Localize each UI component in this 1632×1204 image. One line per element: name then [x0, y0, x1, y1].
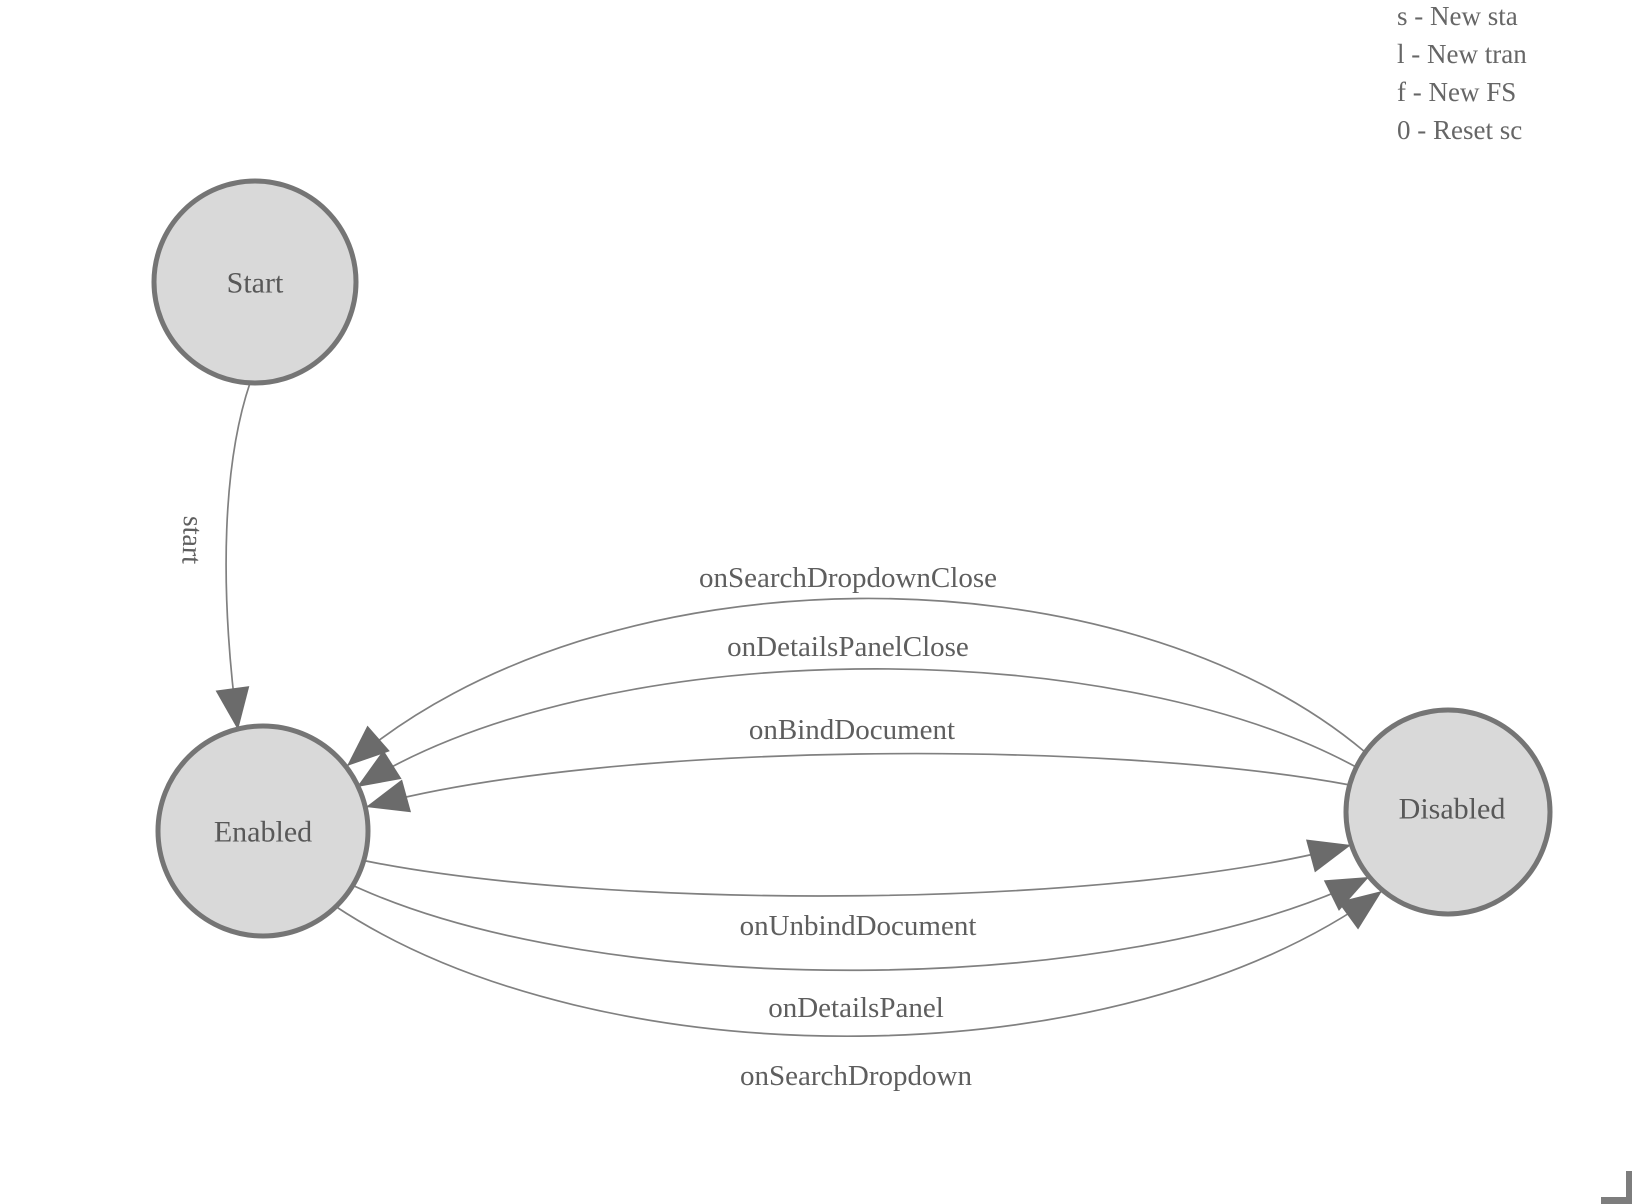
transition-ondetailspanel[interactable]: [351, 876, 1370, 972]
state-label-enabled: Enabled: [214, 816, 312, 849]
transition-onsearchdropdownclose[interactable]: [346, 597, 1366, 767]
canvas-corner-vertical: [1626, 1171, 1632, 1204]
transition-label-onsearchdropdown: onSearchDropdown: [740, 1060, 972, 1092]
transition-start[interactable]: [215, 382, 251, 731]
state-circle-enabled[interactable]: [155, 723, 371, 939]
transition-label-start: start: [175, 515, 208, 564]
legend: s - New sta l - New tran f - New FS 0 - …: [1397, 0, 1527, 149]
state-node-enabled[interactable]: Enabled: [155, 723, 371, 939]
transition-label-ondetailspanelclose: onDetailsPanelClose: [727, 631, 969, 663]
transition-onunbinddocument[interactable]: [365, 839, 1352, 897]
legend-line-new-transition: l - New tran: [1397, 39, 1527, 69]
transition-label-onsearchdropdownclose: onSearchDropdownClose: [699, 562, 997, 594]
transition-ondetailspanelclose[interactable]: [356, 668, 1357, 788]
state-node-start[interactable]: Start: [151, 178, 359, 386]
canvas-corner-horizontal: [1601, 1197, 1632, 1204]
state-label-start: Start: [227, 267, 284, 300]
transition-label-onunbinddocument: onUnbindDocument: [740, 910, 977, 942]
state-label-disabled: Disabled: [1399, 793, 1506, 826]
transition-onsearchdropdown[interactable]: [334, 890, 1383, 1038]
transition-label-ondetailspanel: onDetailsPanel: [768, 992, 944, 1024]
state-node-disabled[interactable]: Disabled: [1343, 707, 1553, 917]
transition-label-onbinddocument: onBindDocument: [749, 714, 955, 746]
legend-line-reset: 0 - Reset sc: [1397, 115, 1523, 145]
transition-onbinddocument[interactable]: [365, 752, 1351, 813]
state-circle-start[interactable]: [151, 178, 359, 386]
canvas-corner: [1601, 1171, 1632, 1204]
legend-line-new-state: s - New sta: [1397, 1, 1518, 31]
legend-line-new-fsm: f - New FS: [1397, 77, 1517, 107]
state-circle-disabled[interactable]: [1343, 707, 1553, 917]
